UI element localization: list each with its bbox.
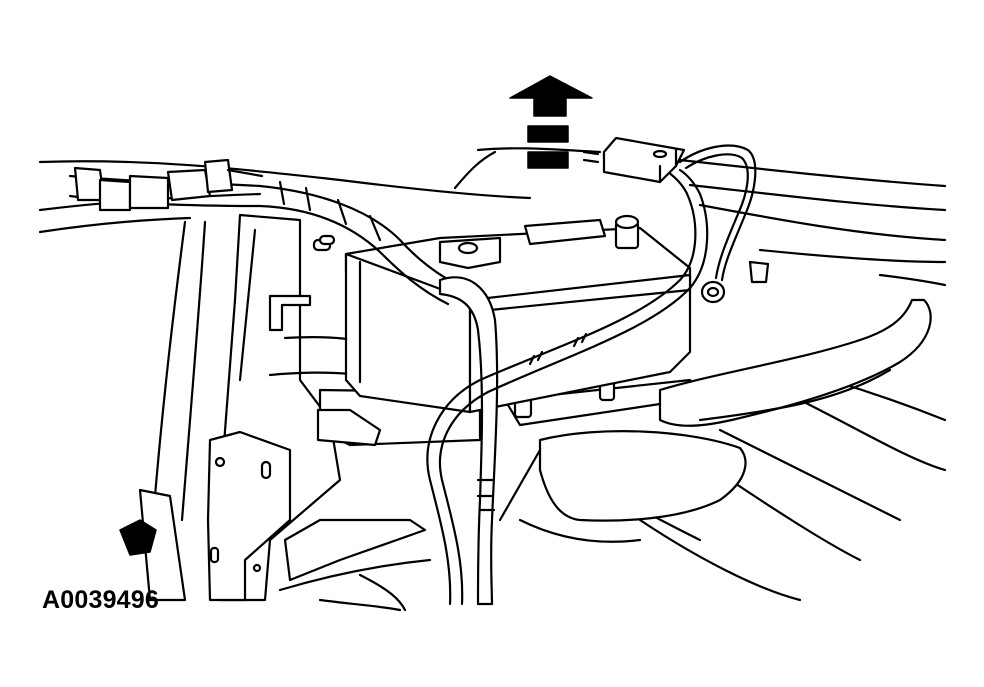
grommet (318, 234, 336, 246)
mounting-clip (748, 260, 770, 284)
battery (344, 214, 692, 414)
radiator-support (119, 430, 432, 612)
ground-strap (678, 144, 770, 304)
removal-direction-arrow (509, 75, 593, 169)
battery-terminal-cover (582, 136, 686, 184)
figure-id-label: A0039496 (42, 586, 159, 614)
battery-positive-terminal (614, 214, 640, 250)
fender-apron-rail (658, 298, 932, 427)
air-intake-duct (498, 430, 747, 543)
wiring-harness (68, 158, 709, 606)
latch-block (119, 519, 157, 556)
